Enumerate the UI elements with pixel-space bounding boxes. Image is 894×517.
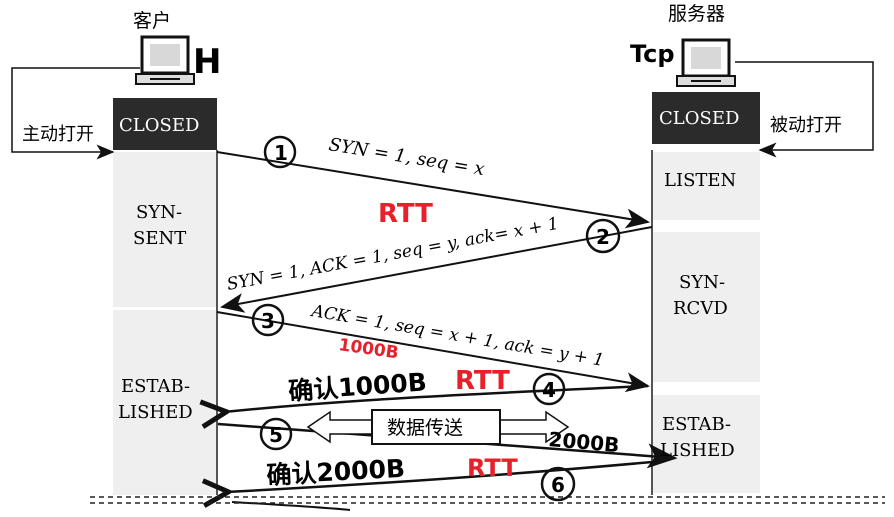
client-computer-icon — [135, 35, 195, 85]
step4-number: 4 — [542, 378, 556, 402]
syn-rcvd-label-1: SYN- — [679, 272, 725, 293]
ack-arrow — [216, 311, 650, 393]
client-title: 客户 — [133, 10, 171, 32]
ack-1000-arrow — [224, 384, 649, 412]
rtt-annotation-1: RTT — [378, 199, 433, 229]
client-handwritten-label: H — [193, 42, 221, 82]
client-closed-state: CLOSED — [119, 115, 199, 136]
server-title: 服务器 — [668, 3, 725, 25]
server-computer-icon — [676, 38, 736, 87]
step6-number: 6 — [551, 473, 565, 497]
step1-circle — [263, 135, 297, 169]
step2-number: 2 — [596, 225, 610, 249]
syn-sent-label-2: SENT — [133, 228, 186, 249]
step4-circle — [532, 372, 566, 406]
listen-label: LISTEN — [664, 170, 736, 191]
step5-circle — [259, 417, 293, 451]
rtt-annotation-3: RTT — [467, 454, 518, 482]
passive-open-loop — [735, 61, 874, 158]
rtt-annotation-2: RTT — [455, 366, 510, 396]
step5-number: 5 — [269, 423, 283, 447]
active-open-label: 主动打开 — [22, 124, 94, 145]
bytes-1000-annotation: 1000B — [337, 335, 399, 363]
syn-rcvd-label-2: RCVD — [673, 298, 728, 319]
step3-circle — [251, 303, 285, 337]
client-established-label-1: ESTAB- — [121, 376, 190, 397]
server-listen-panel — [652, 152, 760, 220]
ack-2000-annotation: 确认2000B — [266, 454, 406, 490]
client-established-label-2: LISHED — [118, 402, 193, 423]
client-syn-sent-panel — [113, 152, 217, 307]
server-syn-rcvd-panel — [652, 232, 760, 382]
data-2000-annotation: 2000B — [548, 427, 621, 457]
ack-1000-annotation: 确认1000B — [287, 367, 427, 406]
step2-circle — [585, 218, 621, 254]
active-open-loop — [11, 67, 140, 160]
step1-number: 1 — [274, 141, 288, 165]
server-closed-box — [652, 92, 760, 144]
step3-number: 3 — [261, 309, 275, 333]
ack-2000-arrow — [226, 460, 653, 492]
server-established-label-2: LISHED — [660, 440, 735, 461]
server-handwritten-label: Tcp — [630, 40, 675, 68]
client-closed-box — [113, 98, 217, 150]
data-transfer-label: 数据传送 — [387, 417, 463, 439]
data-transfer-double-arrow — [306, 409, 570, 445]
passive-open-label: 被动打开 — [770, 115, 842, 136]
syn-ack-arrow — [220, 226, 653, 313]
step6-circle — [540, 466, 576, 502]
server-established-label-1: ESTAB- — [662, 414, 731, 435]
syn-sent-label-1: SYN- — [136, 202, 182, 223]
server-closed-state: CLOSED — [659, 108, 739, 129]
